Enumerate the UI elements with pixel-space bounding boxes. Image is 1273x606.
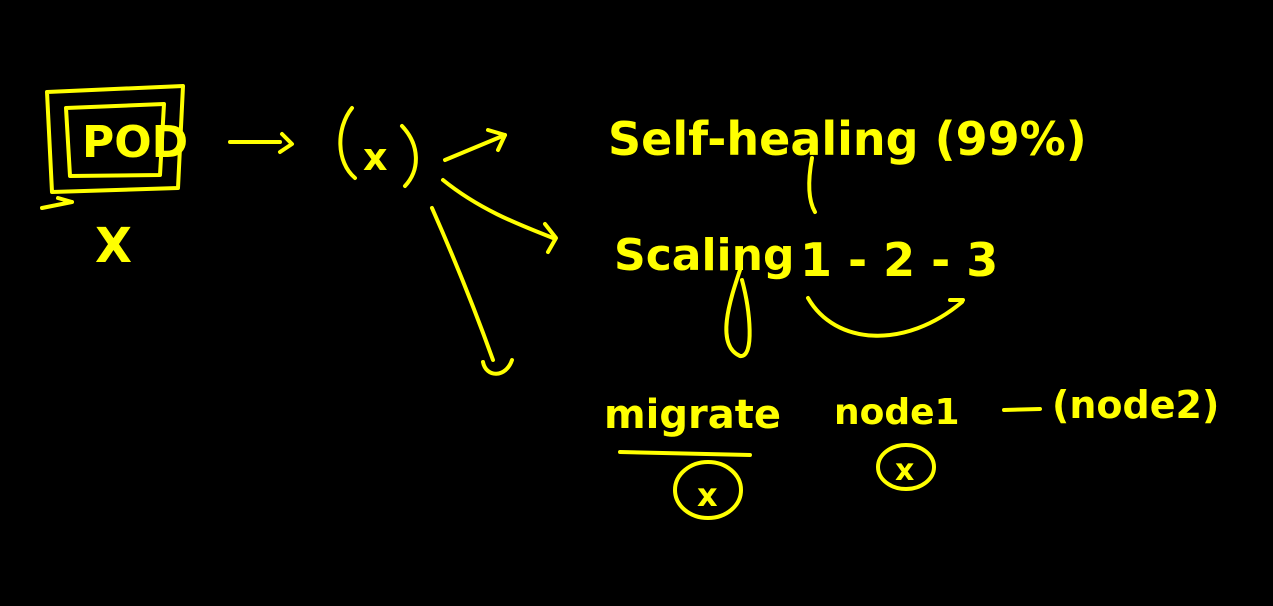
node1-circle — [876, 443, 936, 491]
hub-label-x: x — [363, 135, 388, 179]
node1-to-node2-line — [1002, 407, 1042, 412]
migrate-mark: x — [697, 476, 718, 514]
node1-mark: x — [895, 453, 914, 488]
migrate-text: migrate — [604, 392, 781, 438]
node1-text: node1 — [834, 392, 960, 433]
migrate-circle — [673, 460, 743, 520]
self-healing-text: Self-healing (99%) — [608, 112, 1087, 166]
pod-label: POD — [82, 117, 188, 168]
node2-text: (node2) — [1052, 383, 1219, 427]
scaling-text: Scaling — [614, 230, 794, 281]
arrow-hub-to-self-healing — [443, 128, 507, 162]
scaling-descender — [724, 268, 752, 358]
pod-x-label: X — [95, 218, 132, 274]
pod-box: POD — [40, 84, 188, 210]
arrow-hub-to-migrate — [430, 206, 514, 376]
arrow-hub-to-scaling — [441, 178, 558, 254]
hub-node: x — [338, 106, 418, 188]
self-healing-descender — [807, 156, 817, 214]
scaling-cycle-arc — [806, 296, 964, 338]
arrow-pod-to-hub — [228, 132, 294, 154]
migrate-strikeline — [618, 450, 752, 457]
scaling-steps-text: 1 - 2 - 3 — [800, 233, 998, 287]
